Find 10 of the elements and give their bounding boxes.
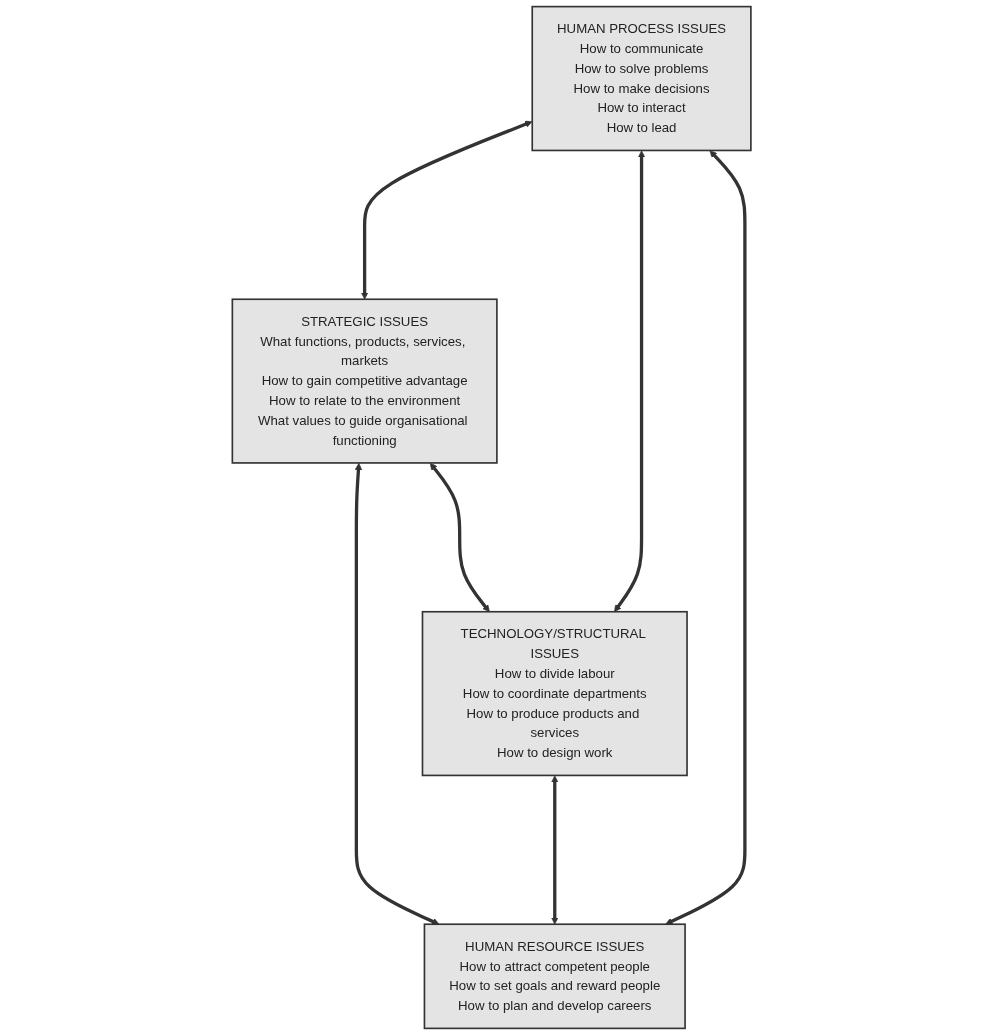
arrow (361, 120, 533, 300)
arrow (665, 150, 747, 925)
node-box: STRATEGIC ISSUES What functions, products, services, markets How to gain competitive advantage How to relate to the environment What values to guide organisational functioning (231, 298, 499, 464)
arrow (355, 462, 440, 925)
node-box: TECHNOLOGY/STRUCTURAL ISSUES How to divide labour How to coordinate departments How to produce products and services How to design work (422, 610, 689, 777)
node-box: HUMAN PROCESS ISSUES How to communicate How to solve problems How to make decisions How to interact How to lead (531, 5, 753, 152)
arrow (614, 150, 646, 613)
arrow (430, 462, 491, 613)
arrow (551, 775, 559, 925)
node-box: HUMAN RESOURCE ISSUES How to attract competent people How to set goals and reward people How to plan and develop careers (424, 923, 687, 1030)
